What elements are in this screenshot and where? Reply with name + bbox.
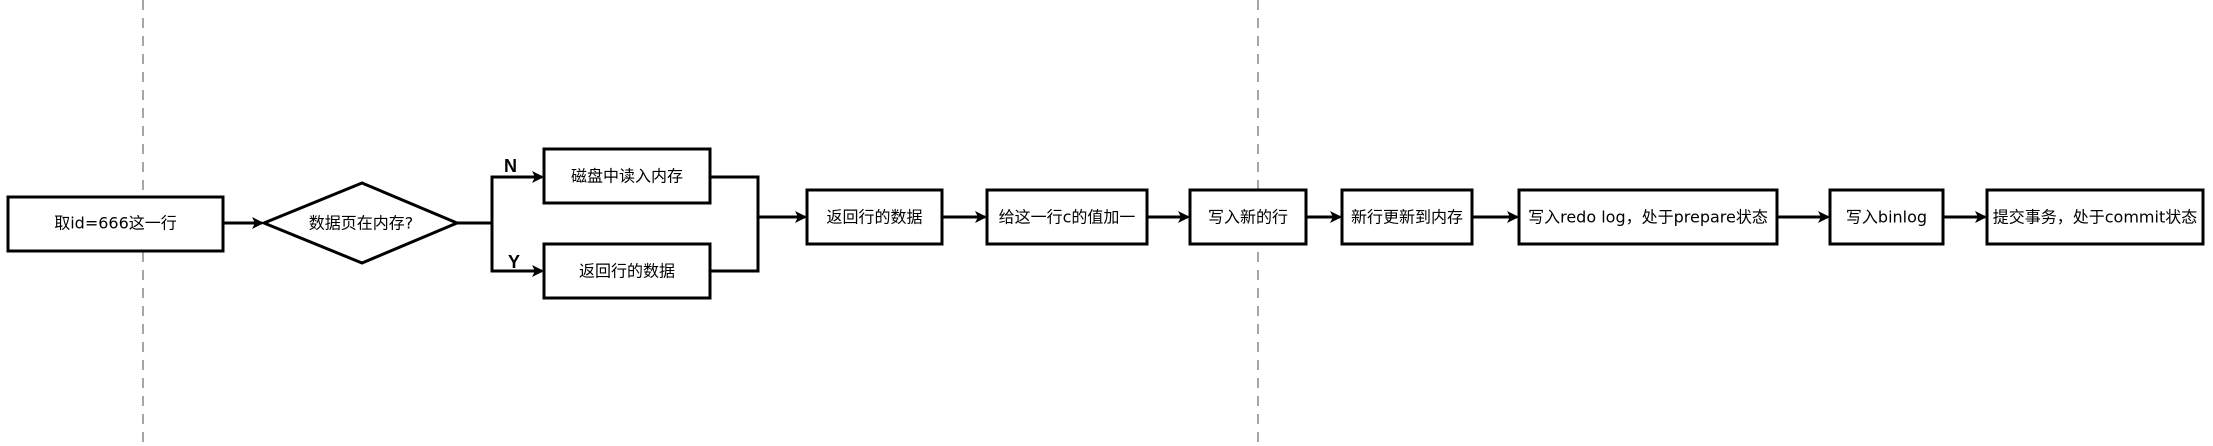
edge-decision-yes: [490, 223, 544, 277]
node-update-row-in-memory-label: 新行更新到内存: [1351, 208, 1463, 227]
node-fetch-row[interactable]: 取id=666这一行: [6, 195, 225, 253]
node-write-redo-log-prepare[interactable]: 写入redo log，处于prepare状态: [1517, 188, 1779, 246]
node-in-memory-decision-label: 数据页在内存?: [309, 214, 414, 233]
node-write-new-row-label: 写入新的行: [1208, 208, 1288, 227]
node-return-row-data-branch-label: 返回行的数据: [579, 262, 675, 281]
edge-disk-merge: [710, 175, 760, 217]
node-fetch-row-label: 取id=666这一行: [54, 214, 177, 233]
node-commit-transaction-label: 提交事务，处于commit状态: [1993, 208, 2197, 227]
node-commit-transaction[interactable]: 提交事务，处于commit状态: [1985, 188, 2205, 246]
node-write-binlog[interactable]: 写入binlog: [1828, 188, 1945, 246]
node-add-one-to-c-label: 给这一行c的值加一: [999, 208, 1136, 227]
node-update-row-in-memory[interactable]: 新行更新到内存: [1340, 188, 1474, 246]
node-in-memory-decision[interactable]: 数据页在内存?: [260, 181, 461, 265]
node-read-from-disk[interactable]: 磁盘中读入内存: [542, 147, 712, 205]
node-return-row-data-branch[interactable]: 返回行的数据: [542, 242, 712, 300]
node-read-from-disk-label: 磁盘中读入内存: [571, 167, 683, 186]
node-write-new-row[interactable]: 写入新的行: [1188, 188, 1308, 246]
node-return-row-data[interactable]: 返回行的数据: [805, 188, 944, 246]
node-write-binlog-label: 写入binlog: [1846, 208, 1927, 227]
edge-return-merge: [710, 217, 760, 273]
node-write-redo-log-prepare-label: 写入redo log，处于prepare状态: [1528, 208, 1768, 227]
edge-decision-no: [457, 171, 544, 225]
branch-label-no: N: [504, 156, 517, 176]
node-add-one-to-c[interactable]: 给这一行c的值加一: [985, 188, 1149, 246]
branch-label-yes: Y: [508, 252, 520, 272]
node-return-row-data-label: 返回行的数据: [826, 208, 922, 227]
